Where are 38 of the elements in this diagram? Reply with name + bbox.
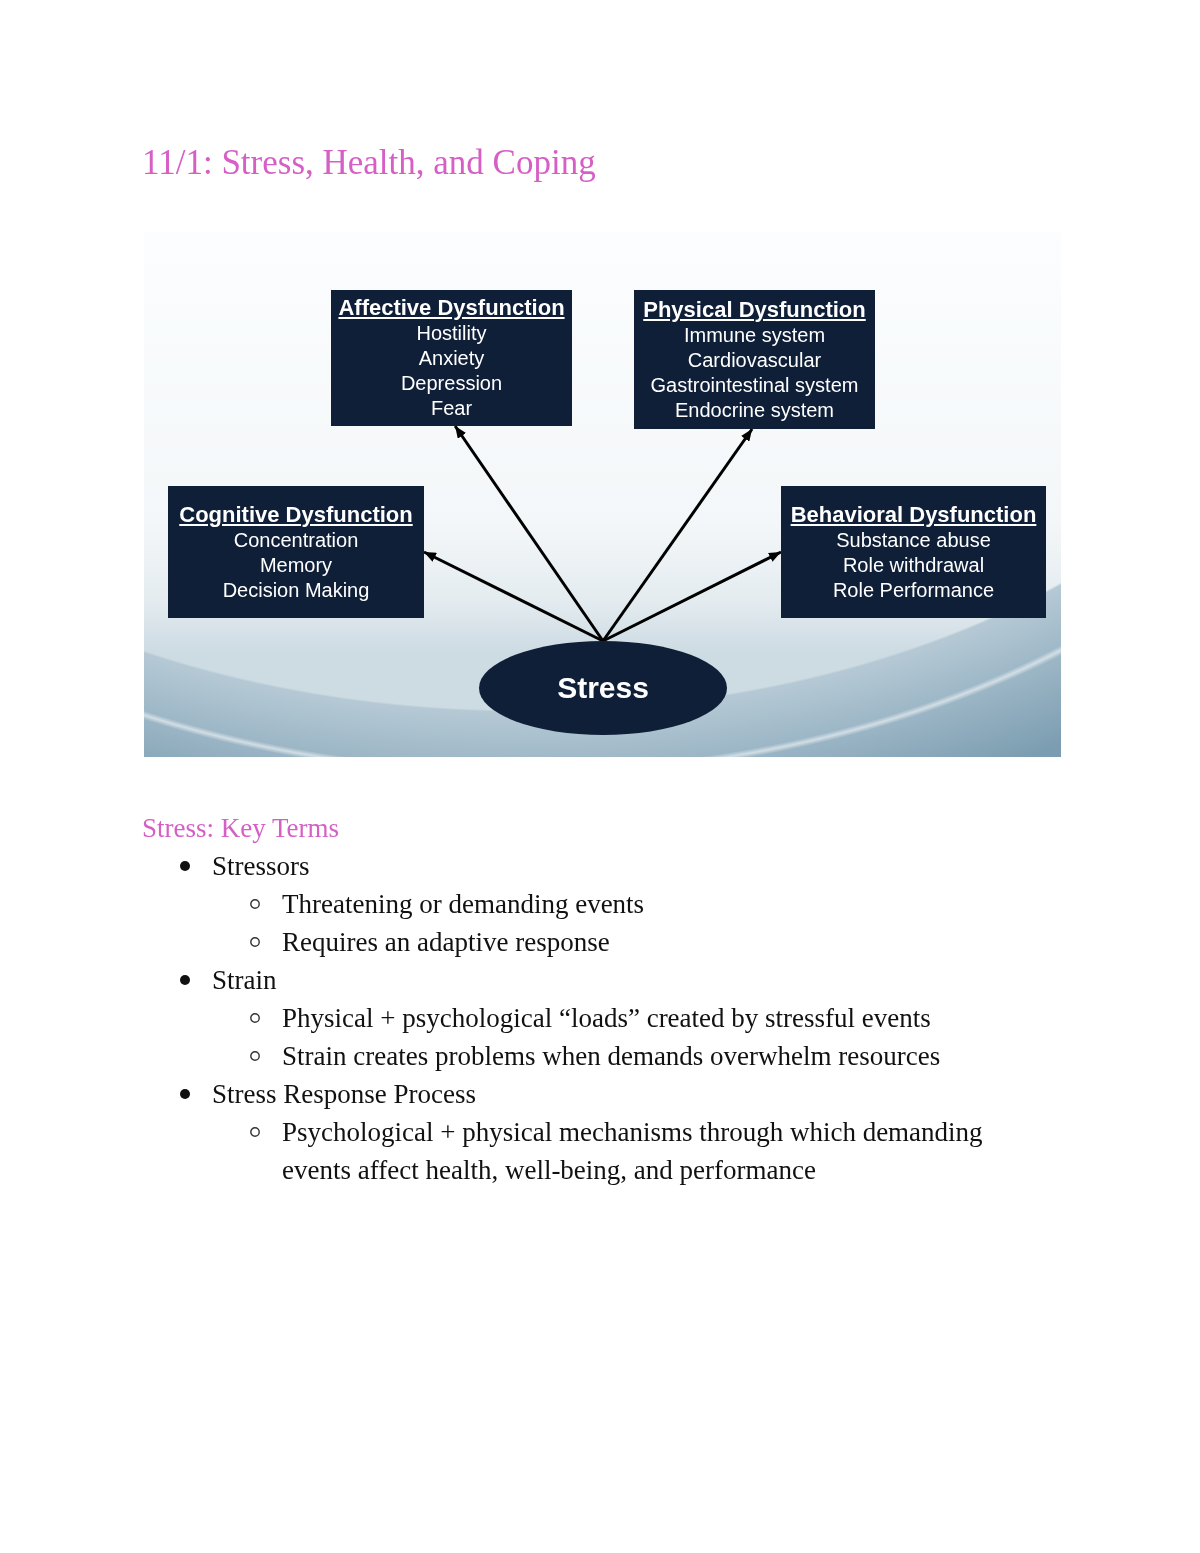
- category-item: Substance abuse: [836, 527, 991, 553]
- category-box: [634, 290, 875, 429]
- sub-bullet-text: Strain creates problems when demands overwhelm resources: [282, 1040, 941, 1073]
- arrow: [423, 550, 604, 643]
- category-heading: Behavioral Dysfunction: [790, 501, 1037, 528]
- category-item: Anxiety: [418, 346, 485, 371]
- arrow: [453, 425, 605, 642]
- category-box: [781, 486, 1046, 618]
- category-box: [168, 486, 424, 618]
- ellipse-label: Stress: [557, 670, 649, 706]
- bullet-text: Stress Response Process: [212, 1078, 476, 1111]
- bullet-text: Stressors: [212, 850, 310, 883]
- sub-bullet-text: Psychological + physical mechanisms through which demanding events affect health, well-being, and performance: [282, 1116, 984, 1187]
- sub-bullet-text: Requires an adaptive response: [282, 926, 610, 959]
- category-item: Role Performance: [832, 577, 995, 603]
- category-item: Hostility: [416, 321, 487, 346]
- category-item: Role withdrawal: [842, 552, 985, 578]
- category-item: Cardiovascular: [687, 347, 822, 373]
- category-item: Gastrointestinal system: [650, 372, 859, 398]
- section-heading: Stress: Key Terms: [142, 812, 340, 845]
- category-heading: Affective Dysfunction: [338, 295, 565, 321]
- arrow: [601, 428, 754, 642]
- stress-ellipse: [479, 641, 727, 735]
- category-heading: Cognitive Dysfunction: [179, 501, 413, 528]
- category-item: Endocrine system: [675, 397, 834, 423]
- category-heading: Physical Dysfunction: [643, 296, 866, 323]
- sub-bullet-text: Physical + psychological “loads” created by stressful events: [282, 1002, 931, 1035]
- category-item: Depression: [400, 371, 503, 396]
- category-item: Decision Making: [222, 577, 370, 603]
- category-item: Immune system: [683, 322, 826, 348]
- page-title: 11/1: Stress, Health, and Coping: [142, 142, 596, 184]
- category-item: Fear: [430, 396, 473, 421]
- category-box: [331, 290, 572, 426]
- bullet-text: Strain: [212, 964, 277, 997]
- sub-bullet-text: Threatening or demanding events: [282, 888, 645, 921]
- category-item: Memory: [259, 552, 333, 578]
- category-item: Concentration: [233, 527, 359, 553]
- arrow: [602, 550, 782, 643]
